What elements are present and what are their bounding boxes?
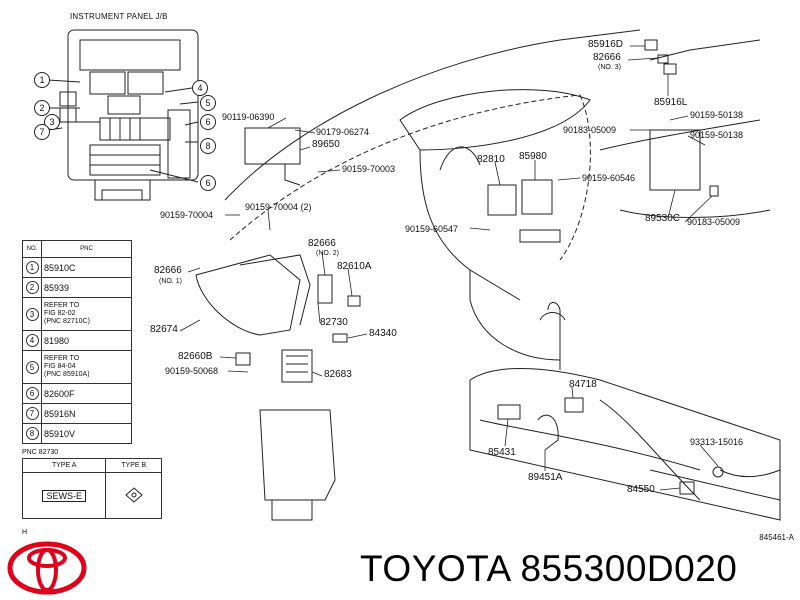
type-b-header: TYPE B: [105, 458, 162, 473]
part-89650: 89650: [312, 139, 340, 150]
callout-6: 6: [200, 114, 216, 130]
leader-lines: [179, 45, 719, 491]
pnc-value: 81980: [41, 330, 132, 351]
table-row: 3 REFER TO FIG 82-02 (PNC 82710C): [22, 297, 132, 331]
dashboard-outline-drawing: [224, 29, 781, 521]
part-82730: 82730: [320, 317, 348, 328]
row-number: 5: [25, 360, 39, 374]
brand-part-number: TOYOTA 855300D020: [360, 548, 738, 589]
callout-2: 2: [34, 100, 50, 116]
connector-type-box: PNC 82730 TYPE A TYPE B SEWS-E: [21, 448, 162, 520]
figure-reference: 845461-A: [759, 533, 794, 542]
pnc-table-header-pnc: PNC: [41, 240, 132, 258]
pnc-value: 82600F: [41, 383, 132, 404]
part-90159-60546: 90159-60546: [582, 173, 636, 183]
part-90119-06390: 90119-06390: [222, 112, 275, 122]
part-84340: 84340: [369, 328, 397, 339]
pnc-value-line2: FIG 82-02: [44, 310, 76, 317]
row-number: 1: [25, 261, 39, 274]
row-number: 2: [25, 281, 39, 294]
part-90159-50138-a: 90159-50138: [690, 110, 744, 120]
type-box-caption: PNC 82730: [22, 449, 59, 456]
callout-4: 4: [192, 80, 208, 96]
part-84550: 84550: [627, 484, 655, 495]
row-number: 8: [25, 427, 39, 440]
row-number: 6: [25, 387, 39, 400]
pnc-value-line3: (PNC 85910A): [44, 371, 90, 378]
part-89530C: 89530C: [645, 213, 681, 224]
part-82666-no2-note: (NO. 2): [316, 250, 339, 257]
parts-diagram: [47, 29, 781, 521]
part-90159-70003: 90159-70003: [342, 164, 396, 174]
part-82810: 82810: [477, 154, 505, 165]
part-85916L: 85916L: [654, 97, 688, 108]
part-90183-05009-a: 90183-05009: [563, 125, 617, 135]
callout-1: 1: [34, 72, 50, 88]
pnc-value: 85939: [41, 277, 132, 298]
pnc-value: REFER TO: [44, 355, 80, 362]
part-82610A: 82610A: [337, 261, 372, 272]
table-row: 5 REFER TO FIG 84-04 (PNC 85910A): [22, 350, 132, 384]
footer-mark: H: [22, 529, 28, 536]
table-row: 1 85910C: [22, 257, 132, 278]
callout-5: 5: [200, 95, 216, 111]
callout-7: 7: [34, 124, 50, 140]
type-a-header: TYPE A: [21, 458, 107, 473]
part-82674: 82674: [150, 324, 178, 335]
pnc-value-line2: FIG 84-04: [44, 363, 76, 370]
junction-block-drawing: [47, 29, 199, 201]
pnc-value: 85910C: [41, 257, 132, 278]
part-84718: 84718: [569, 379, 597, 390]
part-82666-no1-note: (NO. 1): [159, 278, 182, 285]
part-82683: 82683: [324, 369, 352, 380]
part-90159-50138-b: 90159-50138: [690, 130, 744, 140]
part-90159-70004: 90159-70004: [160, 210, 214, 220]
part-82660B: 82660B: [178, 351, 213, 362]
component-sketches: [195, 39, 724, 521]
sews-e-marking: SEWS-E: [42, 489, 86, 502]
part-89451A: 89451A: [528, 472, 563, 483]
table-row: 7 85916N: [22, 403, 132, 424]
part-82666-no3-note: (NO. 3): [598, 64, 621, 71]
part-85431: 85431: [488, 447, 516, 458]
row-number: 4: [25, 334, 39, 347]
pnc-table: NO. PNC 1 85910C 2 85939 3 REFER TO FIG …: [22, 240, 132, 444]
part-82666-no3: 82666: [593, 52, 621, 63]
table-row: 6 82600F: [22, 383, 132, 404]
sews-e-text: SEWS-E: [46, 490, 82, 501]
part-82666-no1: 82666: [154, 265, 182, 276]
part-82666-no2: 82666: [308, 238, 336, 249]
table-row: 4 81980: [22, 330, 132, 351]
part-85916D: 85916D: [588, 39, 624, 50]
part-90183-05009-b: 90183-05009: [687, 217, 741, 227]
part-90159-70004-2: 90159-70004 (2): [245, 202, 312, 212]
pnc-value-line3: (PNC 82710C): [44, 318, 90, 325]
toyota-logo-icon: [7, 541, 87, 595]
table-row: 8 85910V: [22, 423, 132, 444]
part-90179-06274: 90179-06274: [316, 127, 370, 137]
callout-8: 8: [200, 138, 216, 154]
table-row: 2 85939: [22, 277, 132, 298]
diagram-title: INSTRUMENT PANEL J/B: [70, 12, 168, 21]
row-number: 7: [25, 407, 39, 420]
pnc-value: REFER TO: [44, 302, 80, 309]
part-85980: 85980: [519, 151, 547, 162]
pnc-value: 85910V: [41, 423, 132, 444]
pnc-value: 85916N: [41, 403, 132, 424]
row-number: 3: [25, 307, 39, 321]
callout-6b: 6: [200, 175, 216, 191]
pnc-table-header-no: NO.: [22, 240, 42, 258]
part-93313-15016: 93313-15016: [690, 437, 744, 447]
part-90159-50068: 90159-50068: [165, 366, 219, 376]
part-90159-60547: 90159-60547: [405, 224, 459, 234]
type-b-marking-icon: [124, 486, 143, 503]
